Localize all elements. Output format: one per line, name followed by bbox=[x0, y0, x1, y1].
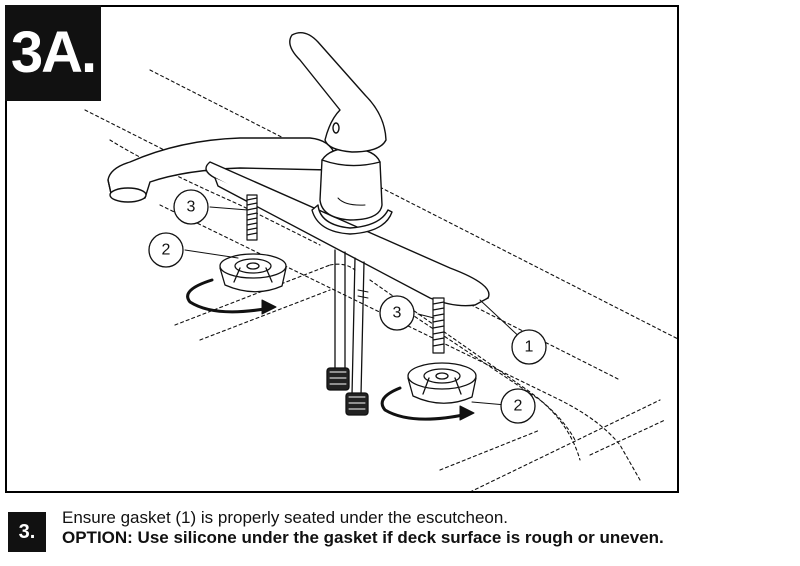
instruction-option-text: OPTION: Use silicone under the gasket if… bbox=[62, 528, 664, 547]
rotation-arrow-left bbox=[186, 278, 277, 315]
threaded-stud-right bbox=[432, 297, 445, 354]
callout-stud-left: 3 bbox=[173, 189, 209, 225]
svg-text:2: 2 bbox=[514, 398, 523, 415]
instruction-step-number: 3. bbox=[8, 512, 46, 552]
svg-text:3: 3 bbox=[393, 305, 402, 322]
mounting-nut-right bbox=[407, 362, 477, 404]
callout-nut-left: 2 bbox=[148, 232, 184, 268]
instruction-text: Ensure gasket (1) is properly seated und… bbox=[62, 508, 509, 527]
callout-stud-right: 3 bbox=[379, 295, 415, 331]
threaded-stud-left bbox=[246, 194, 258, 241]
supply-lines bbox=[326, 249, 369, 416]
faucet-handle bbox=[289, 32, 393, 235]
svg-text:1: 1 bbox=[525, 339, 534, 356]
svg-text:2: 2 bbox=[162, 242, 171, 259]
step-badge: 3A. bbox=[5, 5, 101, 101]
callout-nut-right: 2 bbox=[500, 388, 536, 424]
svg-text:3: 3 bbox=[187, 199, 196, 216]
mounting-nut-left bbox=[219, 253, 287, 293]
callout-gasket: 1 bbox=[511, 329, 547, 365]
rotation-arrow-right bbox=[380, 386, 475, 421]
